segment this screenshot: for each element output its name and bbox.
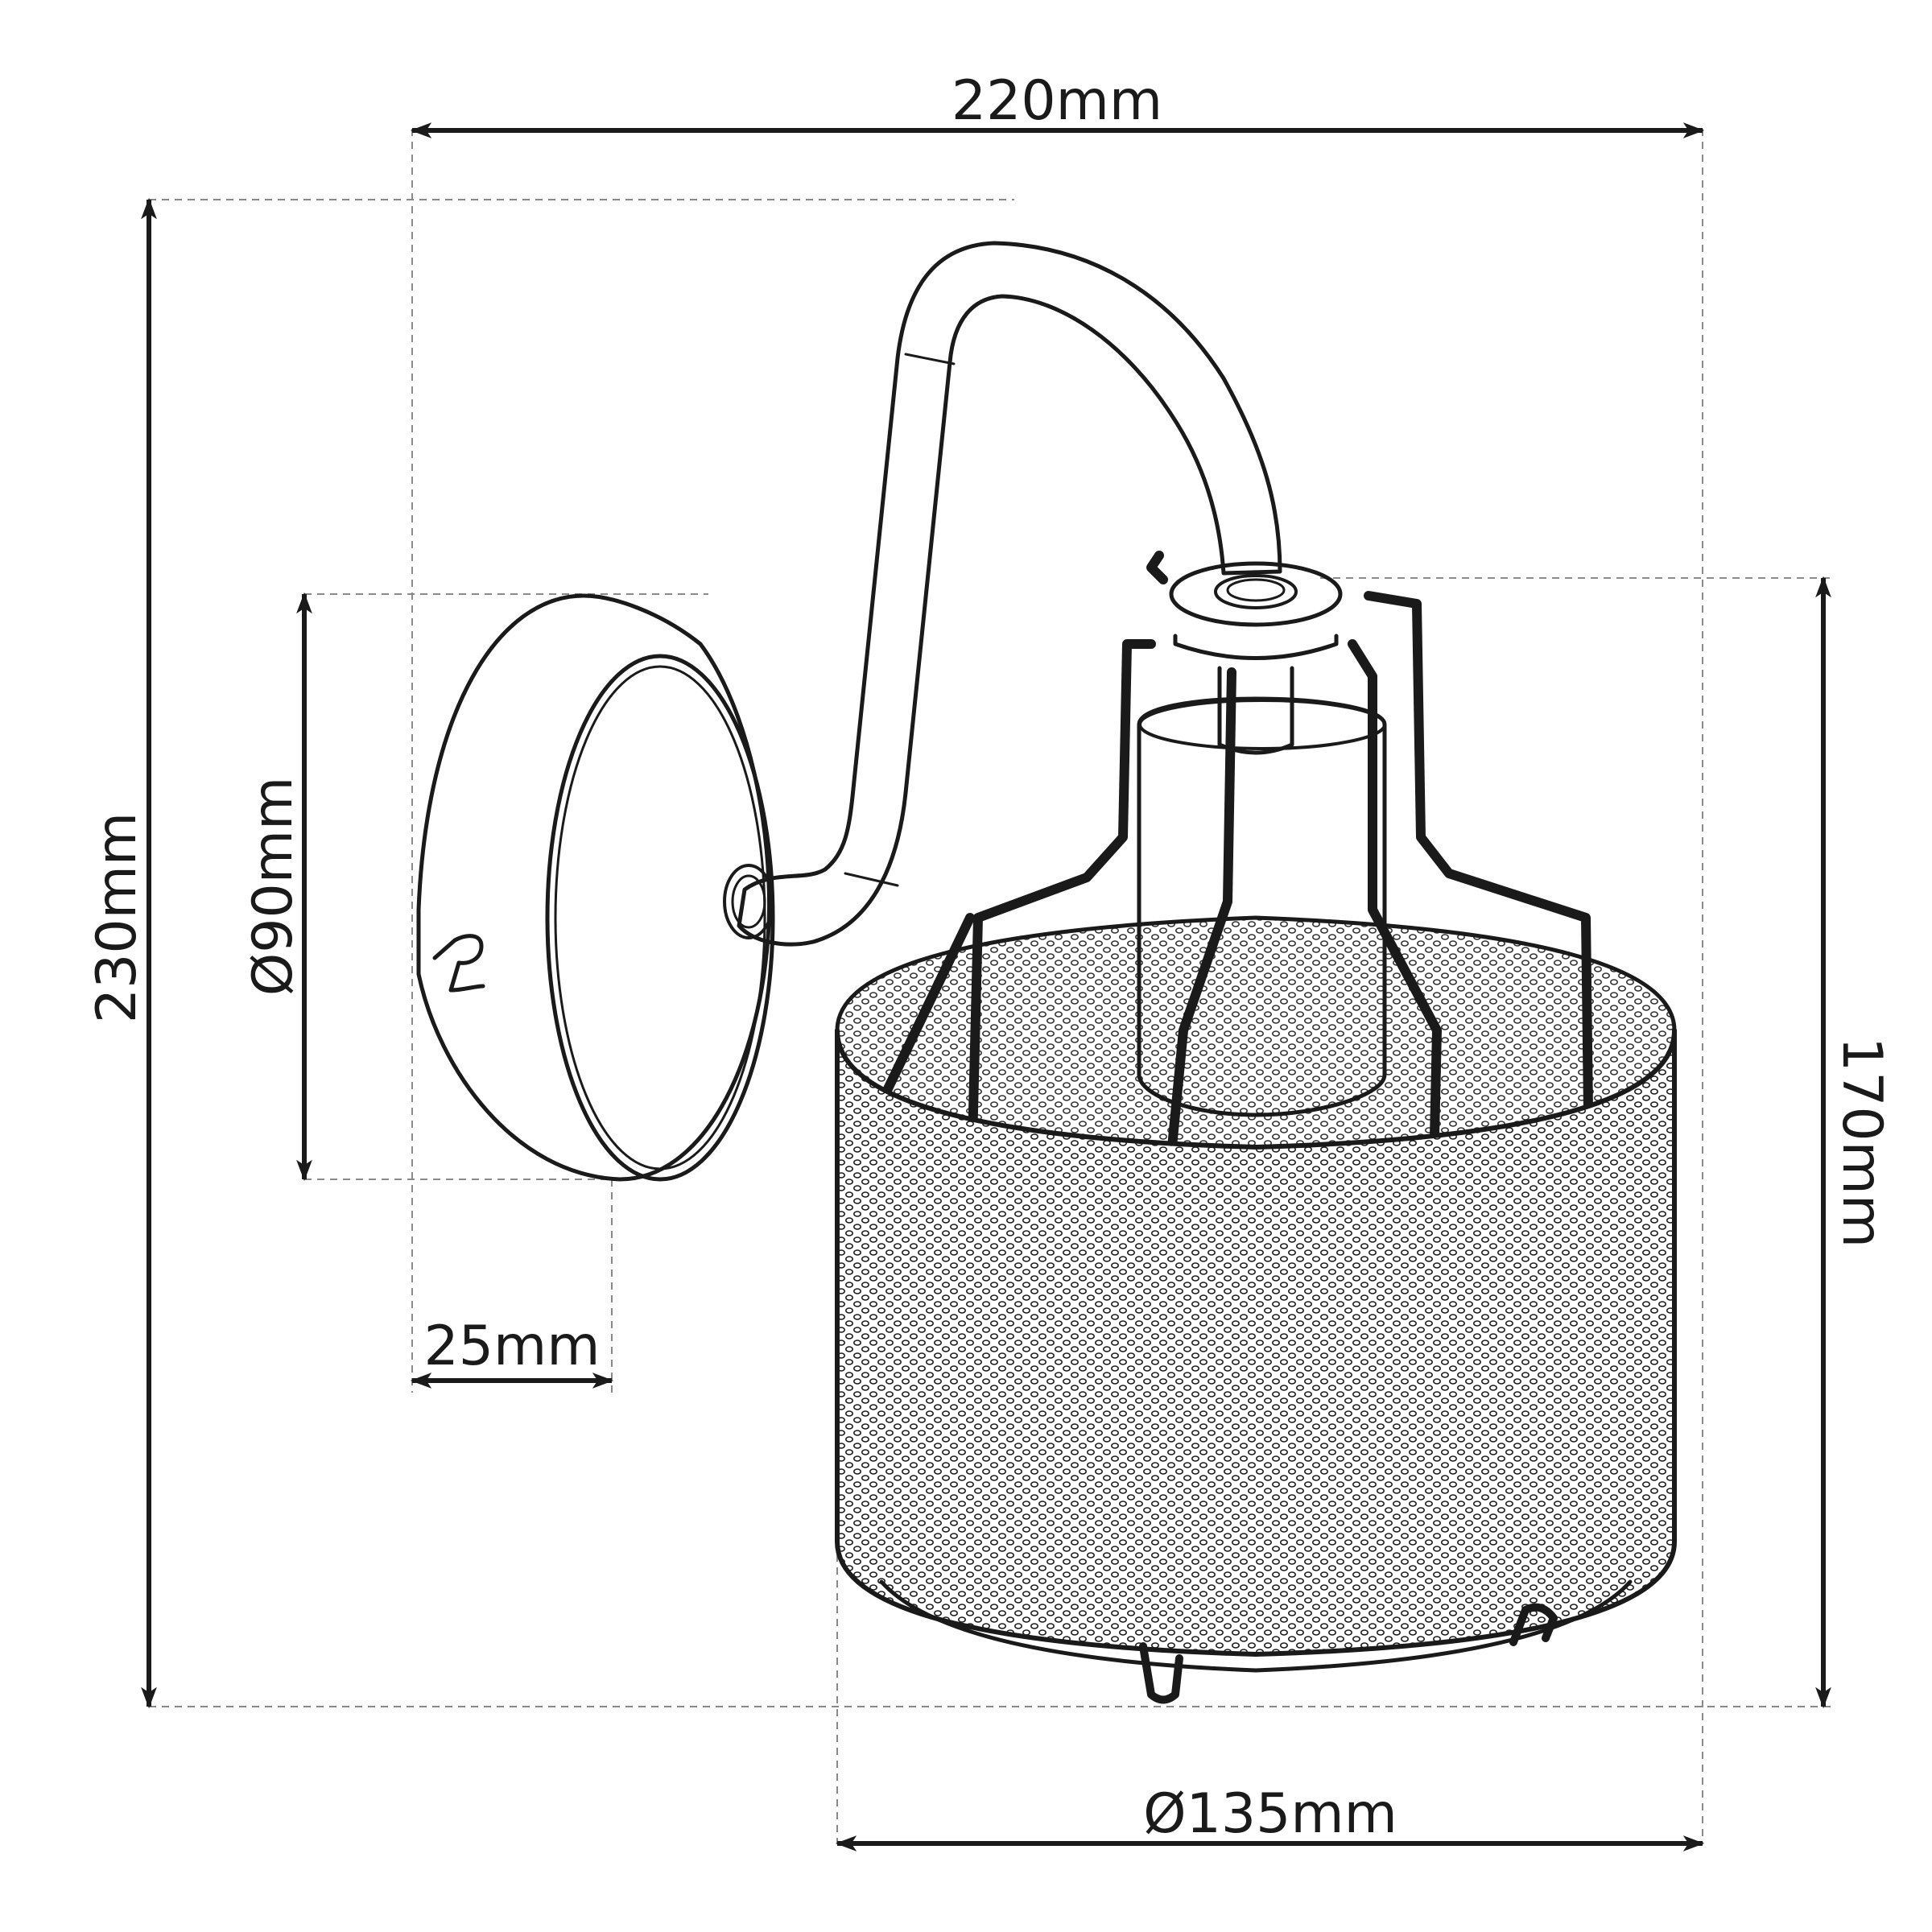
cage-wire-hook-left xyxy=(1146,551,1168,584)
socket-neck xyxy=(1217,666,1294,755)
label-base-depth: 25mm xyxy=(423,1315,600,1378)
arm-joint-lower xyxy=(844,872,899,887)
label-shade-diameter: Ø135mm xyxy=(1143,1782,1397,1846)
shade-back-rim xyxy=(835,915,1677,1033)
cage-top-disc xyxy=(1173,634,1339,660)
extension-lines xyxy=(149,129,1835,1843)
canopy-ring xyxy=(1169,561,1343,627)
shade-outline xyxy=(835,1028,1677,1657)
shade-bottom-ring xyxy=(879,1579,1633,1673)
label-width: 220mm xyxy=(952,69,1162,133)
label-base-diameter: Ø90mm xyxy=(242,777,305,997)
arm-tube xyxy=(737,241,1282,947)
label-height: 230mm xyxy=(85,812,149,1023)
socket-assembly xyxy=(1137,561,1387,1117)
socket-top-edge xyxy=(1138,699,1386,750)
keyhole-slot-icon xyxy=(432,934,485,993)
label-lower-height: 170mm xyxy=(1830,1037,1893,1248)
canopy-hub-inner xyxy=(1226,578,1286,602)
canopy-hub xyxy=(1214,574,1298,609)
dimension-labels: 220mm 230mm Ø90mm 25mm 170mm Ø135mm xyxy=(85,69,1893,1846)
socket-cylinder xyxy=(1137,696,1387,1117)
dimension-lines xyxy=(141,122,1831,1852)
base-front-rim xyxy=(554,665,766,1170)
arm-mount-ring xyxy=(723,864,774,939)
shade-front-rim xyxy=(835,1028,1677,1150)
gooseneck-arm xyxy=(737,241,1282,947)
base-outline xyxy=(416,593,771,1182)
cage-foot-left xyxy=(1139,1642,1183,1704)
base-front-face xyxy=(545,654,775,1182)
arm-joint-upper xyxy=(904,353,956,365)
cage-foot-right xyxy=(1509,1603,1558,1646)
wall-base xyxy=(416,593,775,1182)
arm-mount-inner xyxy=(731,874,766,929)
